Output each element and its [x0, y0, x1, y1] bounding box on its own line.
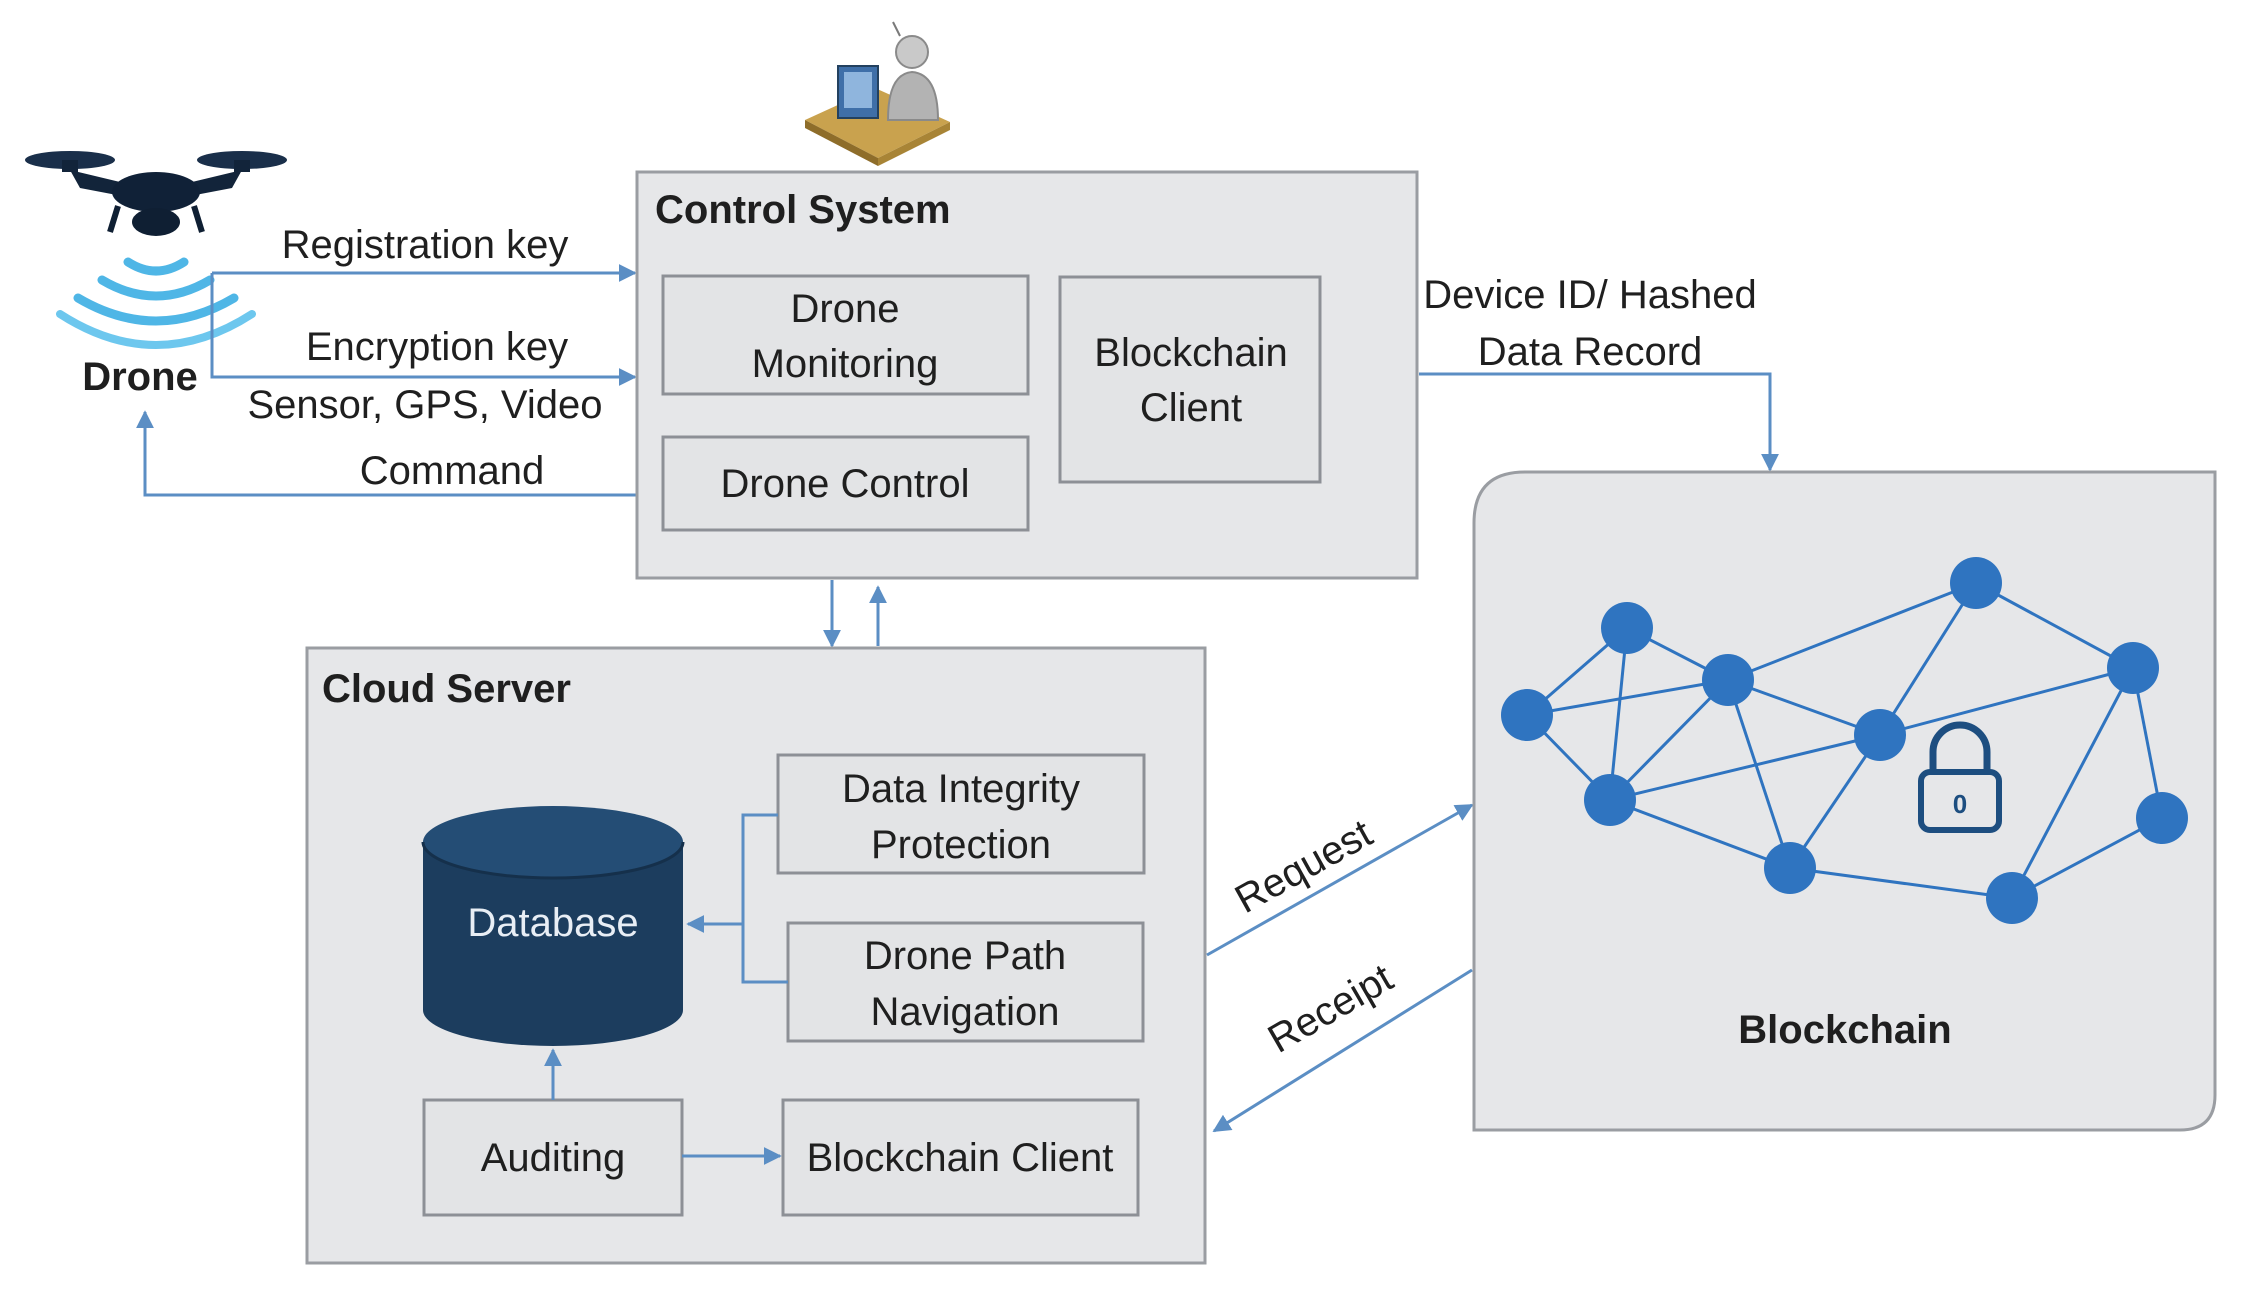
drone-path-line1: Drone Path — [864, 934, 1066, 978]
drone-control-box — [661, 435, 1030, 532]
device-id-label-line2: Data Record — [1478, 330, 1703, 374]
database-icon — [421, 806, 685, 1046]
data-integrity-line1: Data Integrity — [842, 767, 1080, 811]
control-system-panel: Control System Drone Monitoring Drone Co… — [635, 170, 1419, 580]
auditing-label: Auditing — [481, 1136, 626, 1180]
control-blockchain-client-box — [1058, 275, 1322, 484]
auditing-box — [422, 1098, 684, 1217]
data-integrity-box — [776, 753, 1146, 875]
cloud-server-panel: Cloud Server Database Data Integrity Pro… — [305, 646, 1207, 1265]
blockchain-title: Blockchain — [1738, 1008, 1951, 1052]
lock-digit: 0 — [1953, 789, 1967, 819]
encryption-key-label: Encryption key — [306, 325, 568, 369]
database-label: Database — [467, 901, 638, 945]
data-integrity-line2: Protection — [871, 823, 1051, 867]
blockchain-network — [1501, 557, 2188, 924]
drone-control-label: Drone Control — [720, 462, 969, 506]
lock-icon: 0 — [1918, 721, 2002, 833]
drone-path-box — [786, 921, 1145, 1043]
operator-icon — [805, 21, 950, 166]
receipt-label: Receipt — [1261, 956, 1400, 1062]
drone-monitoring-line1: Drone — [791, 287, 900, 331]
drone-monitoring-box — [661, 274, 1030, 396]
signal-waves-icon — [56, 257, 256, 349]
device-id-connector — [1419, 372, 1779, 472]
drone-connectors — [136, 264, 637, 497]
drone-icon — [25, 151, 287, 236]
cloud-server-title: Cloud Server — [322, 667, 571, 711]
cloud-blockchain-client-label: Blockchain Client — [807, 1136, 1114, 1180]
control-system-title: Control System — [655, 188, 951, 232]
control-cloud-connectors — [823, 580, 887, 648]
registration-key-label: Registration key — [282, 223, 569, 267]
sensor-gps-video-label: Sensor, GPS, Video — [247, 383, 602, 427]
control-blockchain-client-line1: Blockchain — [1094, 331, 1287, 375]
device-id-label-line1: Device ID/ Hashed — [1423, 273, 1756, 317]
cloud-internal-connectors — [544, 813, 788, 1165]
drone-monitoring-line2: Monitoring — [752, 342, 939, 386]
cloud-blockchain-client-box — [781, 1098, 1140, 1217]
control-blockchain-client-line2: Client — [1140, 386, 1242, 430]
blockchain-panel: 0 Blockchain — [1472, 470, 2217, 1132]
command-label: Command — [360, 449, 545, 493]
drone-path-line2: Navigation — [870, 990, 1059, 1034]
drone-label: Drone — [82, 355, 198, 399]
request-label: Request — [1228, 811, 1380, 922]
request-receipt-connectors — [1206, 803, 1474, 1133]
